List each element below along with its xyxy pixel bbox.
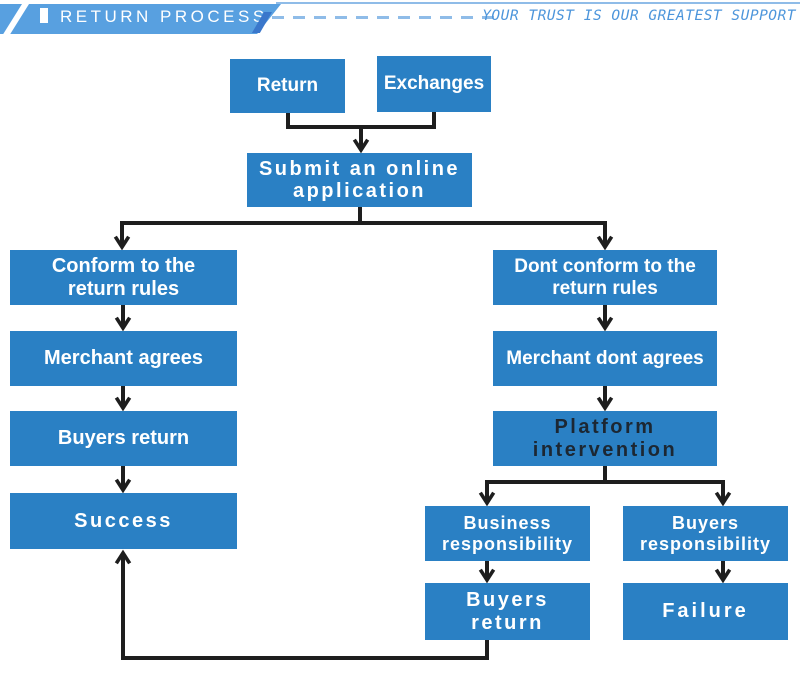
header-slogan: YOUR TRUST IS OUR GREATEST SUPPORT: [482, 8, 796, 24]
flow-node-buyers-responsibility: Buyers responsibility: [623, 506, 788, 561]
title-marker-icon: [40, 8, 48, 23]
flow-node-exchanges: Exchanges: [377, 56, 491, 112]
flow-node-buyers-return-right: Buyers return: [425, 583, 590, 640]
connector-loop-to-success: [114, 549, 489, 660]
page-title: RETURN PROCESS: [60, 7, 268, 26]
header-dashed-line: [272, 16, 502, 19]
flow-node-success: Success: [10, 493, 237, 549]
flow-node-dont-conform-rules: Dont conform to the return rules: [493, 250, 717, 305]
flow-node-merchant-agrees: Merchant agrees: [10, 331, 237, 386]
flow-node-failure: Failure: [623, 583, 788, 640]
flow-node-business-responsibility: Business responsibility: [425, 506, 590, 561]
flow-node-return: Return: [230, 59, 345, 113]
flow-node-merchant-dont-agrees: Merchant dont agrees: [493, 331, 717, 386]
flow-node-buyers-return-left: Buyers return: [10, 411, 237, 466]
header-top-line: [276, 2, 800, 4]
flow-node-submit-application: Submit an online application: [247, 153, 472, 207]
flow-node-platform-intervention: Platform intervention: [493, 411, 717, 466]
flow-node-conform-rules: Conform to the return rules: [10, 250, 237, 305]
